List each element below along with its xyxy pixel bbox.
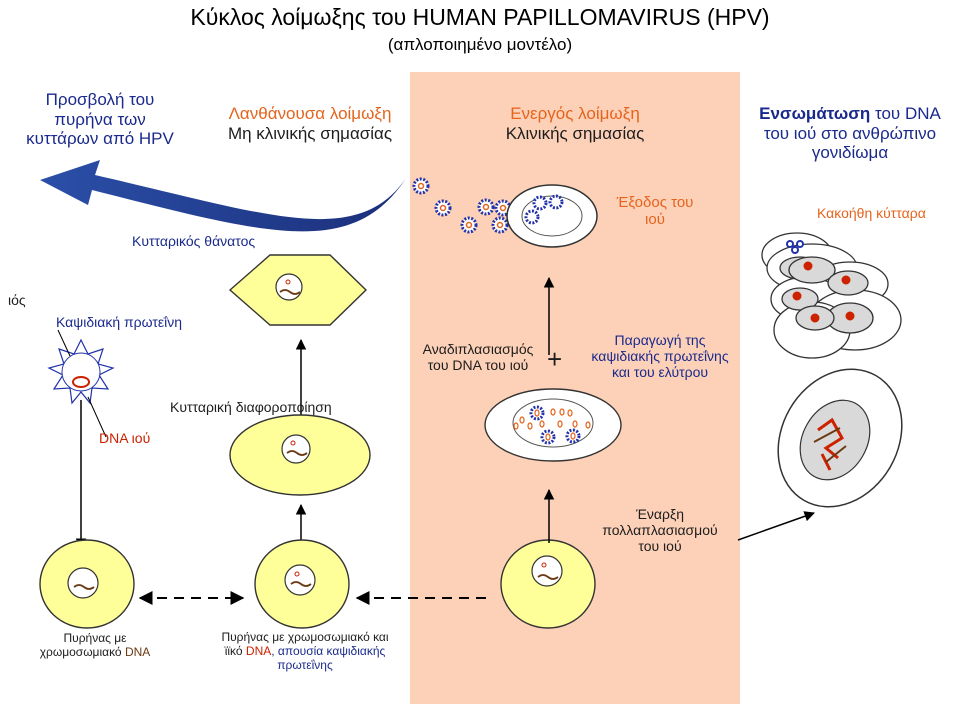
column-header-infection: Προσβολή του πυρήνα των κυττάρων από HPV <box>26 90 174 149</box>
label-protein-production: Παραγωγή της καψιδιακής πρωτεΐνης και το… <box>591 332 729 381</box>
label-capsid-protein: Καψιδιακή πρωτεΐνη <box>56 314 183 330</box>
page-subtitle: (απλοποιημένο μοντέλο) <box>387 35 573 54</box>
column-header-active: Ενεργός λοίμωξη Κλινικής σημασίας <box>505 104 645 143</box>
page-title: Κύκλος λοίμωξης του HUMAN PAPILLOMAVIRUS… <box>190 4 770 30</box>
caption-nucleus-viral: Πυρήνας με χρωμοσωμιακό και ϊϊκό DNA, απ… <box>221 630 389 672</box>
label-cell-death: Κυτταρικός θάνατος <box>132 233 256 249</box>
label-replication-start: Έναρξη πολλαπλασιασμού του ιού <box>602 506 718 555</box>
label-dna-replication: Αναδιπλασιασμός του DNA του ιού <box>422 341 534 374</box>
large-malignant-cell <box>777 368 903 508</box>
replication-cell <box>484 388 622 462</box>
basal-cell-1 <box>39 539 135 629</box>
middle-cell <box>229 414 371 496</box>
label-virus-exit: Έξοδος του ιού <box>616 194 694 229</box>
column-header-latent: Λανθάνουσα λοίμωξη Μη κλινικής σημασίας <box>227 104 393 143</box>
column-header-integration: Ενσωμάτωση του DNA του ιού στο ανθρώπινο… <box>759 104 941 163</box>
basal-cell-3 <box>500 539 596 629</box>
label-virus-dna: DNA ιού <box>99 430 151 446</box>
hexagonal-cell <box>228 254 368 326</box>
big-curved-arrow <box>40 160 408 232</box>
label-malignant-cells: Κακοήθη κύτταρα <box>817 205 926 221</box>
label-virus-cut: ιός <box>8 292 26 308</box>
plus-sign: + <box>547 344 563 374</box>
caption-nucleus-chromosomal: Πυρήνας με χρωμοσωμιακό DNA <box>39 631 151 659</box>
basal-cell-2 <box>254 539 350 629</box>
virus-particle <box>47 338 115 405</box>
malignant-cells <box>761 232 902 359</box>
label-cell-differentiation: Κυτταρική διαφοροποίηση <box>170 399 332 415</box>
